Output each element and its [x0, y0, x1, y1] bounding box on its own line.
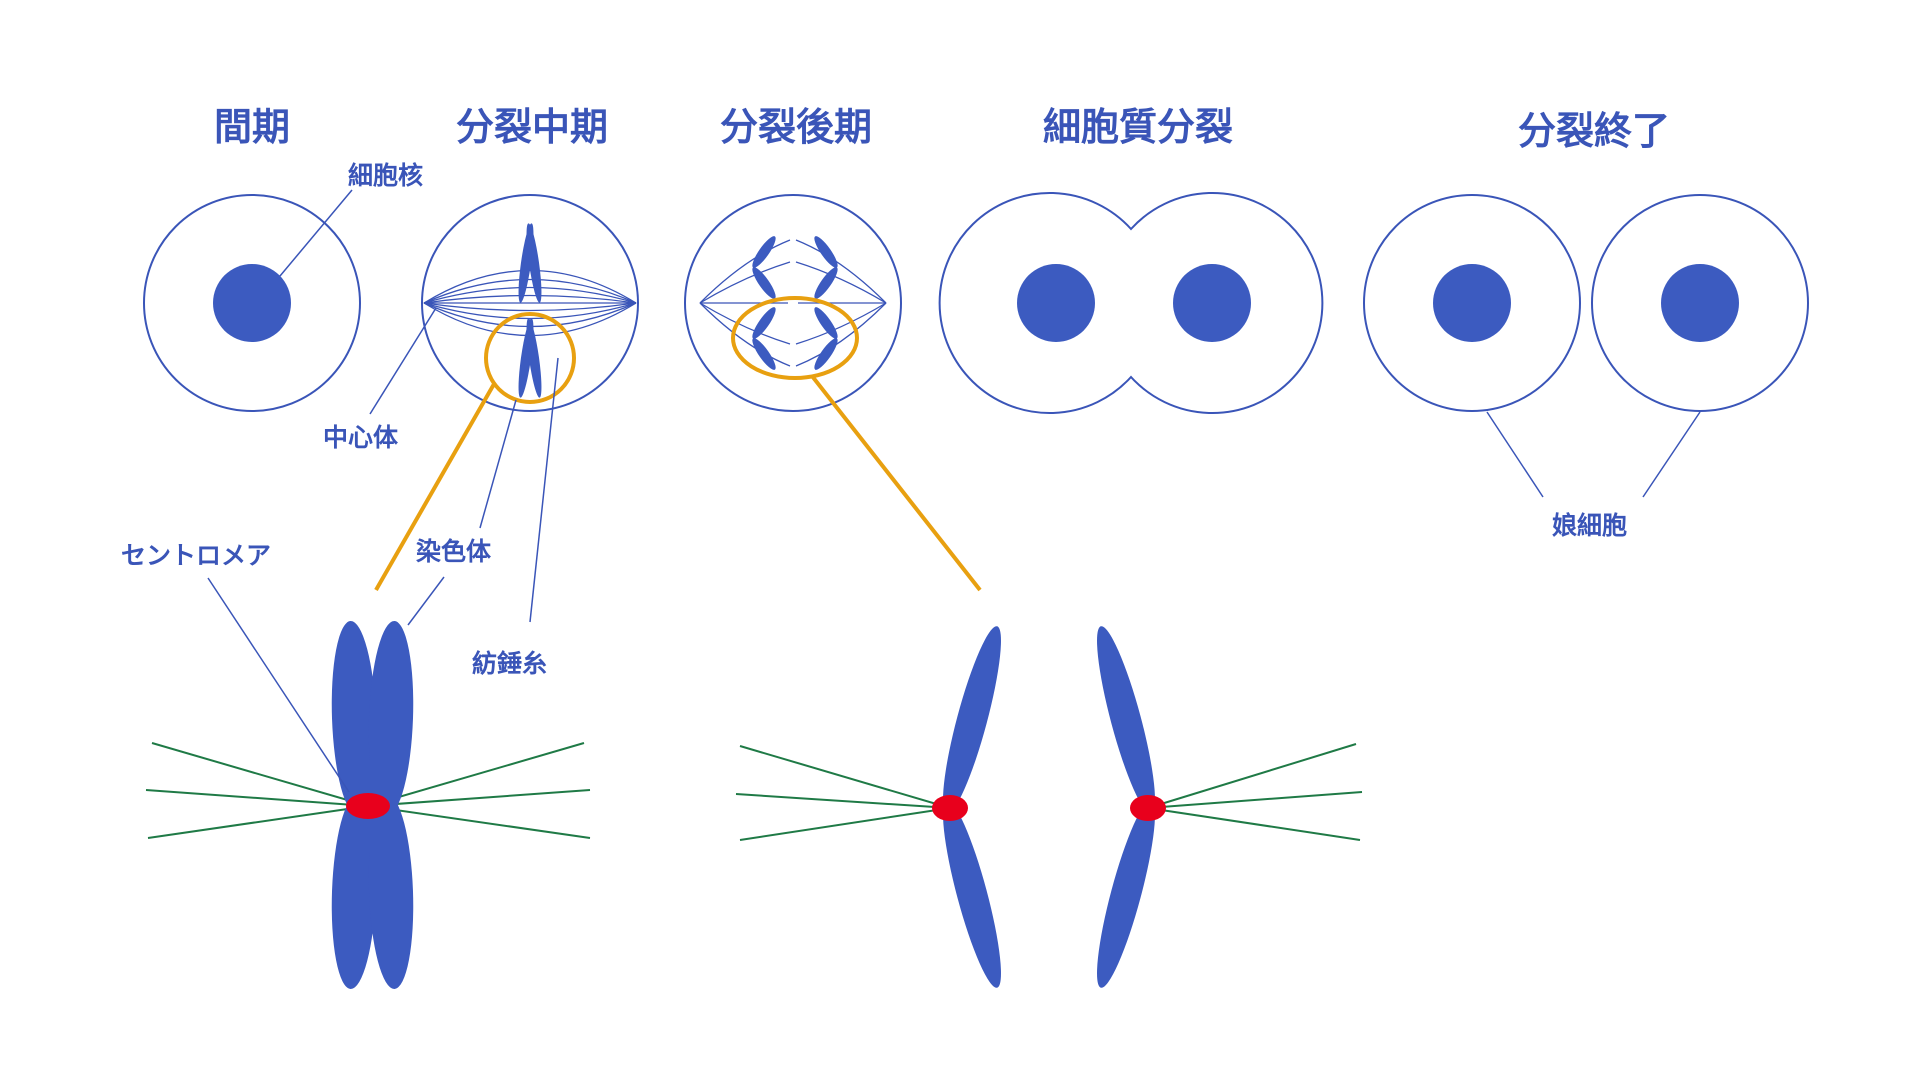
- centrosome-leader-line: [369, 307, 437, 415]
- metaphase-zoom-line: [374, 383, 496, 591]
- label-daughter-cells: 娘細胞: [1552, 511, 1628, 540]
- metaphase-cell: [369, 194, 639, 623]
- zoom-anaphase-chromosomes: [735, 626, 1363, 988]
- anaphase-chromosomes: [752, 236, 838, 370]
- interphase-nucleus: [213, 264, 291, 342]
- anaphase-membrane: [684, 194, 902, 412]
- metaphase-highlight-ring: [484, 312, 576, 404]
- anaphase-zoom-line: [810, 374, 982, 592]
- nucleus-leader-line: [279, 189, 353, 277]
- zoom-metaphase-chromosome: [145, 576, 591, 989]
- daughter-cell-left: [1363, 194, 1581, 412]
- centromere-leader-line: [207, 577, 350, 793]
- interphase-cell: [143, 189, 361, 412]
- zoom-anaphase-centromere-left: [932, 795, 968, 821]
- anaphase-cell: [684, 194, 982, 592]
- daughter-nucleus-right: [1661, 264, 1739, 342]
- daughter-leader-left: [1486, 411, 1544, 498]
- cytokinesis-nucleus-left: [1017, 264, 1095, 342]
- label-spindle: 紡錘糸: [472, 649, 548, 678]
- cytokinesis-membrane: [938, 192, 1324, 414]
- zoom-spindle-fibers-right: [735, 743, 1363, 841]
- zoom-metaphase-chromatids: [331, 621, 414, 989]
- spindle-leader-line: [529, 357, 559, 623]
- stage-title-telophase: 分裂終了: [1517, 109, 1671, 153]
- anaphase-spindle-fibers: [699, 239, 887, 367]
- zoom-spindle-fibers-left: [145, 742, 591, 839]
- label-centrosome: 中心体: [323, 423, 399, 452]
- zoom-anaphase-chromatid-left: [943, 626, 1001, 988]
- daughter-leader-right: [1642, 411, 1701, 498]
- daughter-nucleus-left: [1433, 264, 1511, 342]
- daughter-cell-right: [1591, 194, 1809, 412]
- stage-title-interphase: 間期: [213, 105, 291, 149]
- metaphase-chromosome-bottom: [518, 318, 542, 398]
- metaphase-chromosome-top: [518, 223, 542, 303]
- label-nucleus: 細胞核: [348, 161, 424, 190]
- zoom-centromere: [346, 793, 390, 819]
- cytokinesis-cell: [938, 192, 1324, 414]
- metaphase-membrane: [421, 194, 639, 412]
- interphase-membrane: [143, 194, 361, 412]
- label-centromere: セントロメア: [121, 541, 272, 570]
- chromosome-leader-line: [479, 399, 517, 529]
- stage-title-metaphase: 分裂中期: [455, 105, 609, 149]
- zoom-anaphase-chromatid-right: [1097, 626, 1155, 988]
- cytokinesis-nucleus-right: [1173, 264, 1251, 342]
- chromosome-zoom-leader-line: [407, 576, 445, 626]
- stage-title-cytokinesis: 細胞質分裂: [1042, 105, 1234, 149]
- anaphase-highlight-ring: [731, 296, 859, 380]
- zoom-anaphase-centromere-right: [1130, 795, 1166, 821]
- stage-title-anaphase: 分裂後期: [719, 105, 873, 149]
- telophase-cells: [1363, 194, 1809, 498]
- label-chromosome: 染色体: [416, 537, 492, 566]
